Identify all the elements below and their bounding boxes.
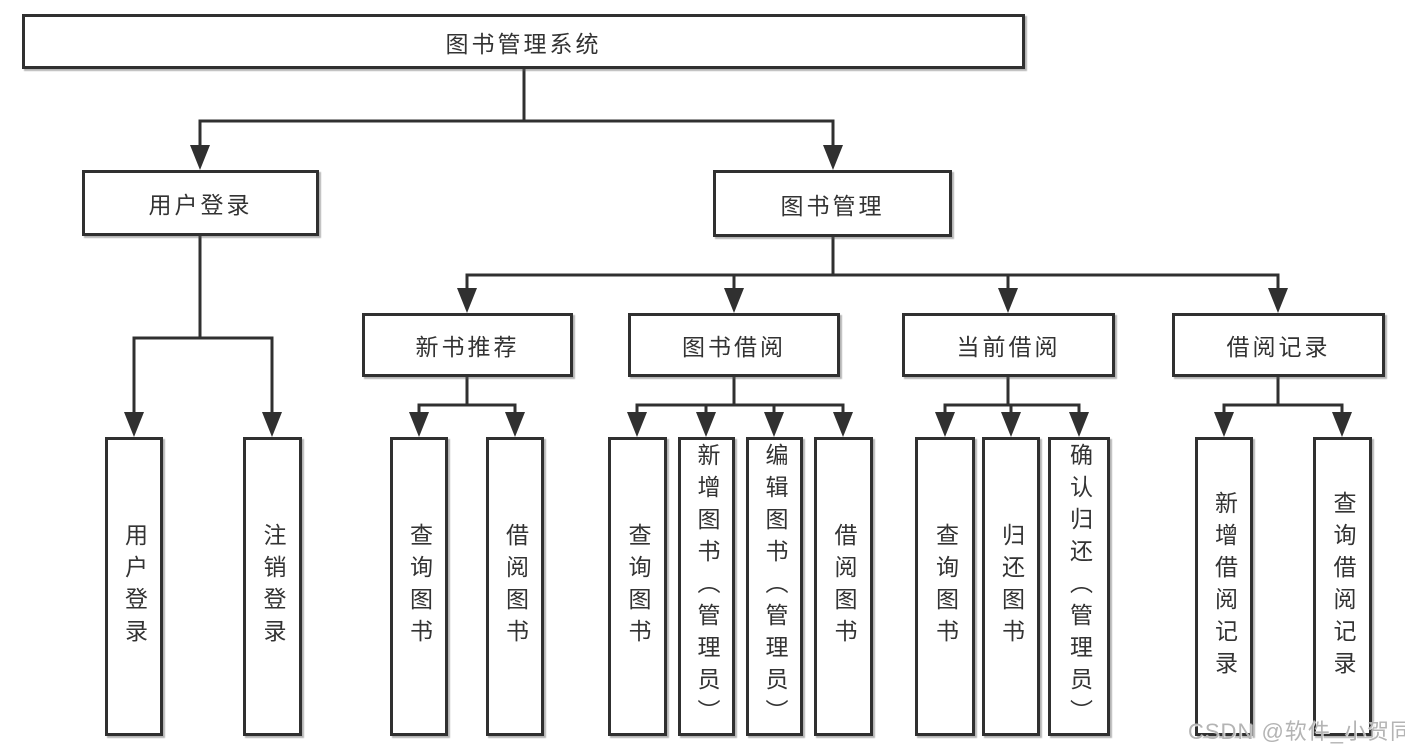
node-book-borrowing: 图书借阅 bbox=[628, 313, 840, 377]
node-leaf-cb-return-books: 归还图书 bbox=[982, 437, 1040, 736]
node-book-management: 图书管理 bbox=[713, 170, 952, 237]
node-leaf-nb-borrow-books-label: 借阅图书 bbox=[502, 522, 529, 651]
node-leaf-logout-label: 注销登录 bbox=[260, 522, 286, 651]
node-leaf-cb-query-books: 查询图书 bbox=[915, 437, 975, 736]
node-leaf-nb-borrow-books: 借阅图书 bbox=[486, 437, 544, 736]
node-leaf-bb-borrow-books: 借阅图书 bbox=[814, 437, 873, 736]
node-leaf-bb-add-books: 新增图书（管理员） bbox=[678, 437, 735, 736]
node-leaf-bb-query-books: 查询图书 bbox=[608, 437, 667, 736]
node-leaf-nb-query-books: 查询图书 bbox=[390, 437, 448, 736]
node-leaf-br-add-record: 新增借阅记录 bbox=[1195, 437, 1253, 736]
node-leaf-logout: 注销登录 bbox=[243, 437, 302, 736]
arrow-down-icons bbox=[124, 145, 1352, 437]
node-leaf-user-login-label: 用户登录 bbox=[121, 522, 148, 651]
node-leaf-cb-query-books-label: 查询图书 bbox=[932, 522, 959, 651]
node-leaf-br-query-record: 查询借阅记录 bbox=[1313, 437, 1372, 736]
node-leaf-bb-edit-books: 编辑图书（管理员） bbox=[746, 437, 803, 736]
node-current-borrowing: 当前借阅 bbox=[902, 313, 1115, 377]
node-leaf-bb-borrow-books-label: 借阅图书 bbox=[831, 522, 857, 651]
node-user-login: 用户登录 bbox=[82, 170, 319, 236]
node-new-book-recommend: 新书推荐 bbox=[362, 313, 573, 377]
watermark: CSDN @软件_小贺同学 bbox=[1188, 719, 1405, 744]
node-leaf-cb-confirm-return-label: 确认归还（管理员） bbox=[1066, 442, 1093, 731]
node-leaf-br-add-record-label: 新增借阅记录 bbox=[1211, 490, 1238, 683]
node-leaf-br-query-record-label: 查询借阅记录 bbox=[1330, 490, 1356, 683]
node-leaf-bb-query-books-label: 查询图书 bbox=[625, 522, 651, 651]
node-leaf-bb-edit-books-label: 编辑图书（管理员） bbox=[762, 442, 788, 731]
node-leaf-cb-confirm-return: 确认归还（管理员） bbox=[1048, 437, 1110, 736]
node-root-system: 图书管理系统 bbox=[22, 14, 1025, 69]
node-leaf-nb-query-books-label: 查询图书 bbox=[406, 522, 433, 651]
node-borrowing-records: 借阅记录 bbox=[1172, 313, 1385, 377]
node-leaf-user-login: 用户登录 bbox=[105, 437, 163, 736]
node-leaf-bb-add-books-label: 新增图书（管理员） bbox=[694, 442, 720, 731]
node-leaf-cb-return-books-label: 归还图书 bbox=[998, 522, 1025, 651]
